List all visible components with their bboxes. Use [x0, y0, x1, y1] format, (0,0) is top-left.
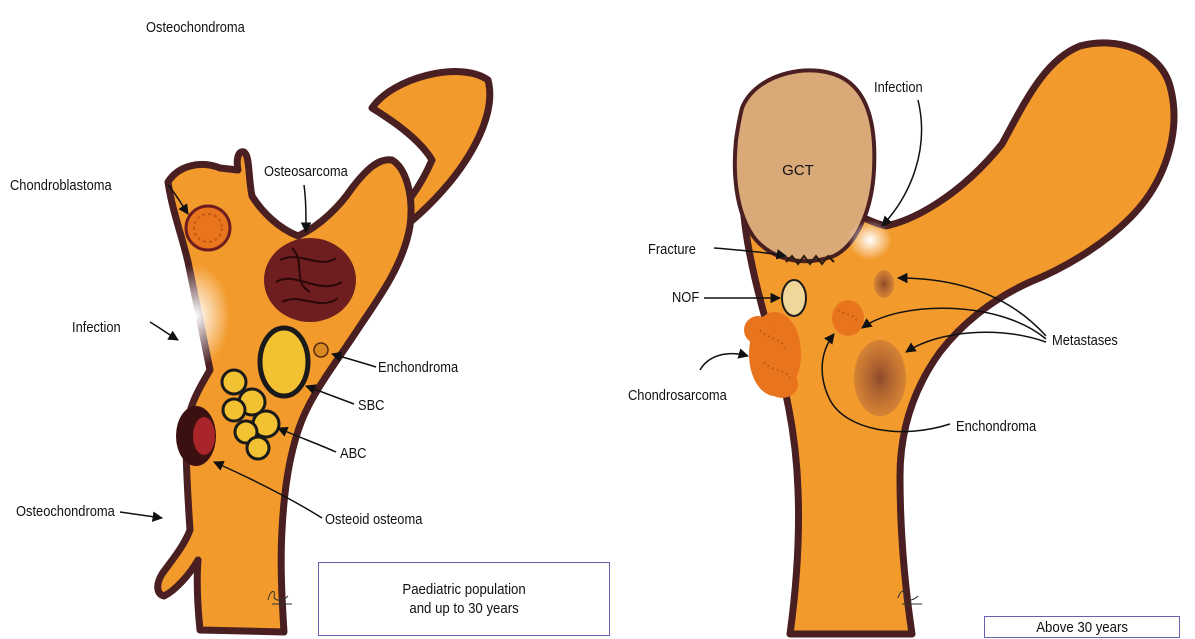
osteoid-osteoma-lesion	[176, 406, 216, 466]
osteosarcoma-lesion	[264, 238, 356, 322]
fracture-label: Fracture	[648, 240, 696, 257]
top-osteochondroma-label: Osteochondroma	[146, 18, 245, 35]
osteosarcoma-label: Osteosarcoma	[264, 162, 348, 179]
nof-lesion	[782, 280, 806, 316]
chondrosarcoma-label: Chondrosarcoma	[628, 386, 727, 403]
chondrosarcoma-lesion	[744, 312, 801, 398]
left-enchondroma-label: Enchondroma	[378, 358, 458, 375]
nof-label: NOF	[672, 288, 699, 305]
right-caption-text: Above 30 years	[1036, 618, 1128, 637]
right-infection-area	[848, 220, 892, 260]
arrow-chondrosarcoma	[700, 354, 748, 370]
left-caption-line2: and up to 30 years	[402, 599, 525, 618]
left-infection-label: Infection	[72, 318, 121, 335]
left-caption-box: Paediatric population and up to 30 years	[318, 562, 610, 636]
chondroblastoma-lesion	[186, 206, 230, 250]
metastasis-upper	[874, 270, 894, 298]
right-infection-label: Infection	[874, 78, 923, 95]
arrow-left-osteochondroma	[120, 512, 162, 518]
arrow-right-infection	[882, 100, 922, 226]
right-enchondroma-label: Enchondroma	[956, 417, 1036, 434]
metastases-label: Metastases	[1052, 331, 1118, 348]
gct-label: GCT	[782, 162, 814, 179]
left-osteochondroma-label: Osteochondroma	[16, 502, 115, 519]
left-enchondroma-lesion	[314, 343, 328, 357]
sbc-lesion	[260, 328, 308, 396]
chondroblastoma-label: Chondroblastoma	[10, 176, 112, 193]
abc-label: ABC	[340, 444, 366, 461]
left-caption-line1: Paediatric population	[402, 580, 525, 599]
sbc-label: SBC	[358, 396, 384, 413]
metastasis-lower	[854, 340, 906, 416]
left-infection-area	[162, 264, 230, 368]
right-enchondroma-lesion	[832, 300, 864, 336]
osteoid-osteoma-label: Osteoid osteoma	[325, 510, 423, 527]
arrow-osteosarcoma	[304, 185, 306, 232]
right-caption-box: Above 30 years	[984, 616, 1180, 638]
left-femur	[158, 72, 490, 632]
